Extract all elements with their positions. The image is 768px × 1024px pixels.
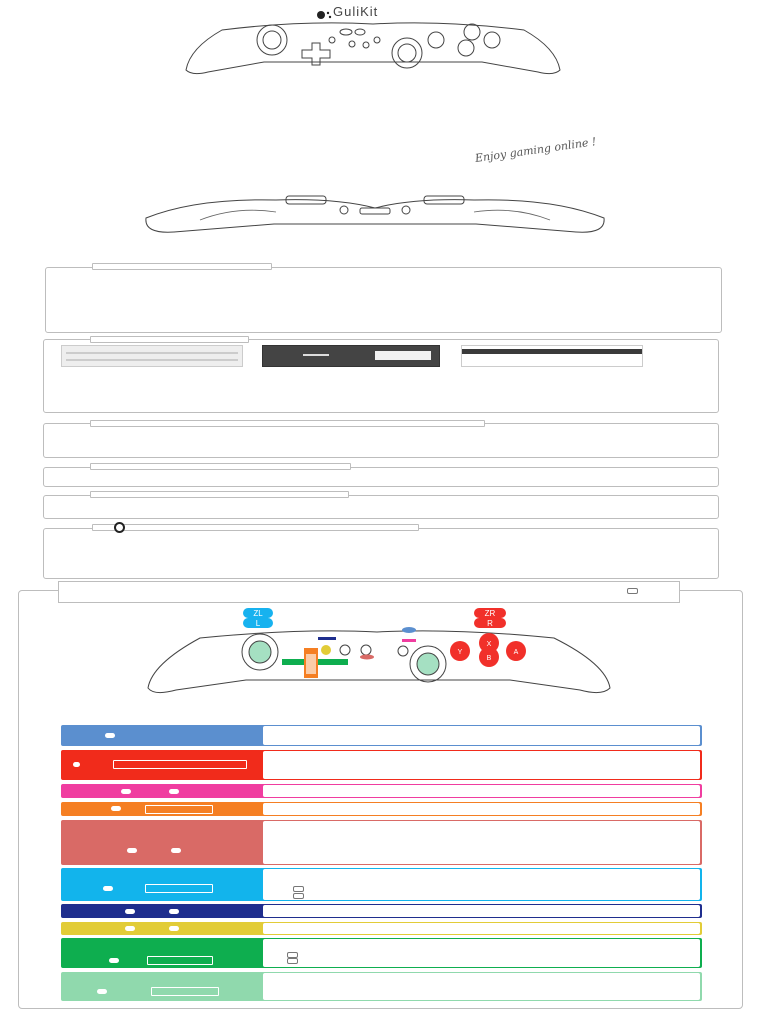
slogan-text: Enjoy gaming online !: [474, 135, 598, 165]
screenshot-thumbnail: [61, 345, 243, 367]
map-row-red: [61, 750, 702, 780]
row-label: [61, 938, 263, 968]
row-description: [263, 869, 700, 900]
row-description: [263, 803, 700, 815]
section-5-header: [90, 491, 349, 498]
section-5: [43, 495, 719, 519]
section-3-header: [90, 420, 485, 427]
controller-button-map: ZL L ZR R Y X A B: [147, 608, 611, 694]
row-label: [61, 784, 263, 798]
mode-indicator-icon: [287, 952, 298, 958]
a-label: A: [514, 649, 519, 656]
section-1: [45, 267, 722, 333]
map-row-orange: [61, 802, 702, 816]
map-row-rose: [61, 820, 702, 865]
zl-label: ZL: [253, 609, 263, 618]
row-description: [263, 973, 700, 1000]
row-label: [61, 904, 263, 918]
row-description: [263, 821, 700, 864]
section-4-header: [90, 463, 351, 470]
brand-name: GuliKit: [333, 4, 379, 19]
row-description: [263, 923, 700, 934]
r-label: R: [487, 619, 493, 628]
section-6-header: [92, 524, 419, 531]
row-description: [263, 726, 700, 745]
l-label: L: [256, 619, 261, 628]
button-map-header: [58, 581, 680, 603]
row-description: [263, 751, 700, 779]
map-row-mint: [61, 972, 702, 1001]
map-row-blue: [61, 725, 702, 746]
map-row-pink: [61, 784, 702, 798]
row-description: [263, 939, 700, 967]
row-description: [263, 905, 700, 917]
controller-front-icon: [185, 22, 561, 75]
b-label: B: [487, 655, 492, 662]
section-1-header: [92, 263, 272, 270]
screenshot-thumbnail: [262, 345, 440, 367]
section-2-header: [90, 336, 249, 343]
map-row-yellow: [61, 922, 702, 935]
mode-indicator-icon: [293, 886, 304, 892]
row-label: [61, 820, 263, 865]
row-label: [61, 750, 263, 780]
section-6: [43, 528, 719, 579]
map-row-navy: [61, 904, 702, 918]
mode-indicator-icon: [287, 958, 298, 964]
row-description: [263, 785, 700, 797]
map-row-cyan: [61, 868, 702, 901]
mode-indicator-icon: [627, 588, 638, 594]
row-label: [61, 725, 263, 746]
row-label: [61, 922, 263, 935]
zr-label: ZR: [485, 609, 496, 618]
screenshot-thumbnail: [461, 345, 643, 367]
controller-top-icon: [145, 195, 605, 233]
gear-icon: [114, 522, 125, 533]
x-label: X: [487, 641, 492, 648]
map-row-green: [61, 938, 702, 968]
row-label: [61, 972, 263, 1001]
gulikit-logo-icon: [317, 11, 332, 19]
row-label: [61, 868, 263, 901]
row-label: [61, 802, 263, 816]
section-4: [43, 467, 719, 487]
y-label: Y: [458, 649, 463, 656]
section-3: [43, 423, 719, 458]
mode-indicator-icon: [293, 893, 304, 899]
